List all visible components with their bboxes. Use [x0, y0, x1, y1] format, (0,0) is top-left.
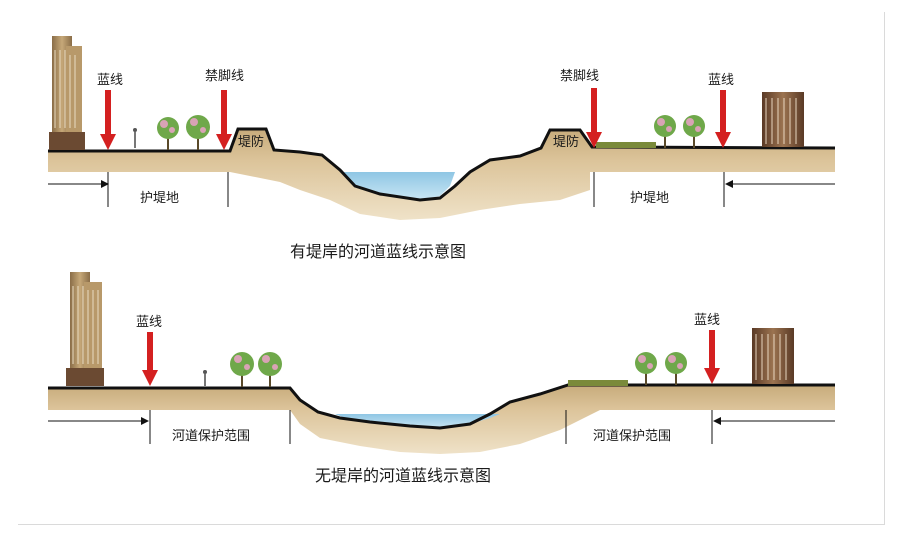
- lawn-strip: [596, 142, 656, 148]
- person-icon: [133, 128, 137, 148]
- blue-line-label: 蓝线: [97, 73, 123, 88]
- zone-label: 河道保护范围: [172, 429, 250, 444]
- tree-icon: [157, 117, 179, 150]
- low-building-icon: [752, 328, 794, 384]
- bottom-ground-line: [48, 383, 835, 430]
- top-ground: [48, 129, 835, 220]
- top-ground-line: [48, 127, 836, 202]
- red-down-arrow: [142, 332, 158, 386]
- tower-building-icon: [49, 36, 85, 150]
- blue-line-label: 蓝线: [136, 315, 162, 330]
- tree-icon: [635, 352, 657, 385]
- top-section: 蓝线 禁脚线 堤防 护堤地 禁脚线 蓝线 堤防 护堤地 有堤岸的河道蓝线示意图: [48, 36, 836, 261]
- embankment-label: 堤防: [238, 134, 264, 150]
- tree-icon: [230, 352, 254, 387]
- diagram-caption: 无堤岸的河道蓝线示意图: [315, 466, 491, 485]
- tower-building-icon: [66, 272, 104, 386]
- blue-line-label: 蓝线: [694, 313, 720, 328]
- red-down-arrow: [216, 90, 232, 150]
- low-building-icon: [762, 92, 804, 147]
- tree-icon: [258, 352, 282, 387]
- tree-icon: [683, 115, 705, 148]
- page-frame: [18, 12, 885, 525]
- tree-icon: [654, 115, 676, 148]
- lawn-strip: [568, 380, 628, 386]
- zone-label: 护堤地: [140, 191, 179, 206]
- bottom-ground: [48, 385, 835, 454]
- tree-icon: [665, 352, 687, 385]
- restricted-line-label: 禁脚线: [560, 68, 599, 84]
- restricted-line-label: 禁脚线: [205, 68, 244, 84]
- red-down-arrow: [704, 330, 720, 384]
- embankment-label: 堤防: [553, 134, 579, 150]
- bottom-section: 蓝线 河道保护范围 蓝线 河道保护范围 无堤岸的河道蓝线示意图: [48, 272, 835, 485]
- zone-label: 河道保护范围: [593, 429, 671, 444]
- diagram-caption: 有堤岸的河道蓝线示意图: [290, 242, 466, 261]
- red-down-arrow: [586, 88, 602, 148]
- tree-icon: [186, 115, 210, 150]
- blue-line-label: 蓝线: [708, 73, 734, 88]
- person-icon: [203, 370, 207, 386]
- top-water: [342, 172, 455, 200]
- red-down-arrow: [100, 90, 116, 150]
- zone-label: 护堤地: [630, 191, 669, 206]
- red-down-arrow: [715, 90, 731, 148]
